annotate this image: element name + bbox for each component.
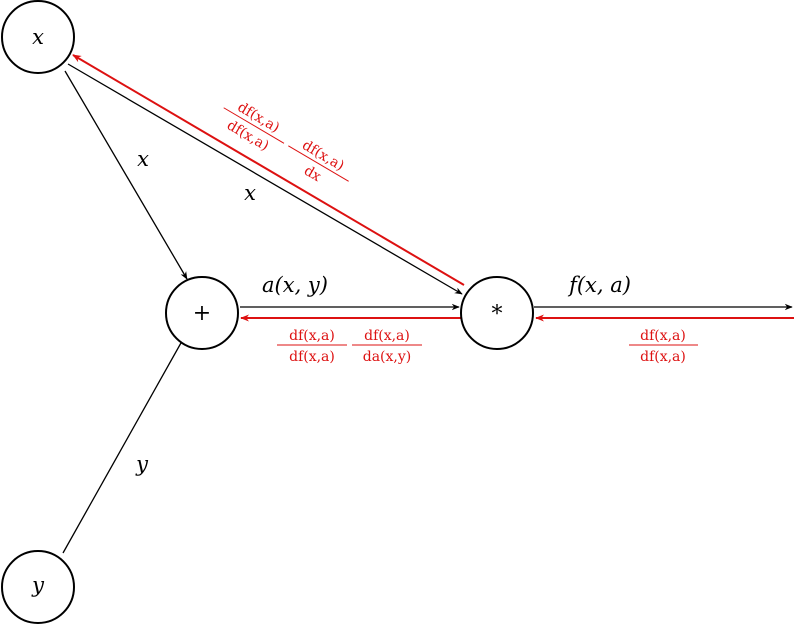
label-a: a(x, y) [262, 273, 328, 297]
grad-plus-term2-num: df(x,a) [364, 328, 410, 344]
node-x [1, 0, 75, 74]
node-x-label: x [32, 25, 44, 49]
edge-y-to-plus [62, 333, 187, 554]
node-times-label: * [492, 302, 503, 327]
label-x-to-times: x [244, 181, 256, 205]
node-y-label: y [31, 573, 45, 597]
grad-plus-term1-den: df(x,a) [289, 349, 335, 365]
grad-output-den: df(x,a) [640, 349, 686, 365]
label-f: f(x, a) [567, 273, 631, 297]
grad-edge-times-to-x [72, 54, 465, 286]
grad-x-term2-bar [288, 145, 349, 182]
node-times [460, 276, 534, 350]
node-plus-label: + [193, 301, 211, 326]
edge-x-to-plus [64, 70, 188, 280]
label-x-to-plus: x [137, 147, 149, 171]
grad-plus-term2-den: da(x,y) [363, 349, 412, 365]
grad-label-output: df(x,a) df(x,a) [629, 328, 698, 365]
node-y [1, 550, 75, 624]
grad-output-num: df(x,a) [640, 328, 686, 344]
grad-x-term2-den: dx [301, 163, 324, 185]
node-plus [165, 276, 239, 350]
grad-label-to-plus: df(x,a) df(x,a) df(x,a) da(x,y) [277, 328, 422, 365]
grad-label-to-x: df(x,a) df(x,a) df(x,a) dx [223, 99, 349, 185]
label-y-to-plus: y [135, 452, 149, 476]
grad-x-term1-bar [223, 107, 285, 144]
grad-plus-term1-num: df(x,a) [289, 328, 335, 344]
edge-x-to-times [67, 63, 463, 295]
